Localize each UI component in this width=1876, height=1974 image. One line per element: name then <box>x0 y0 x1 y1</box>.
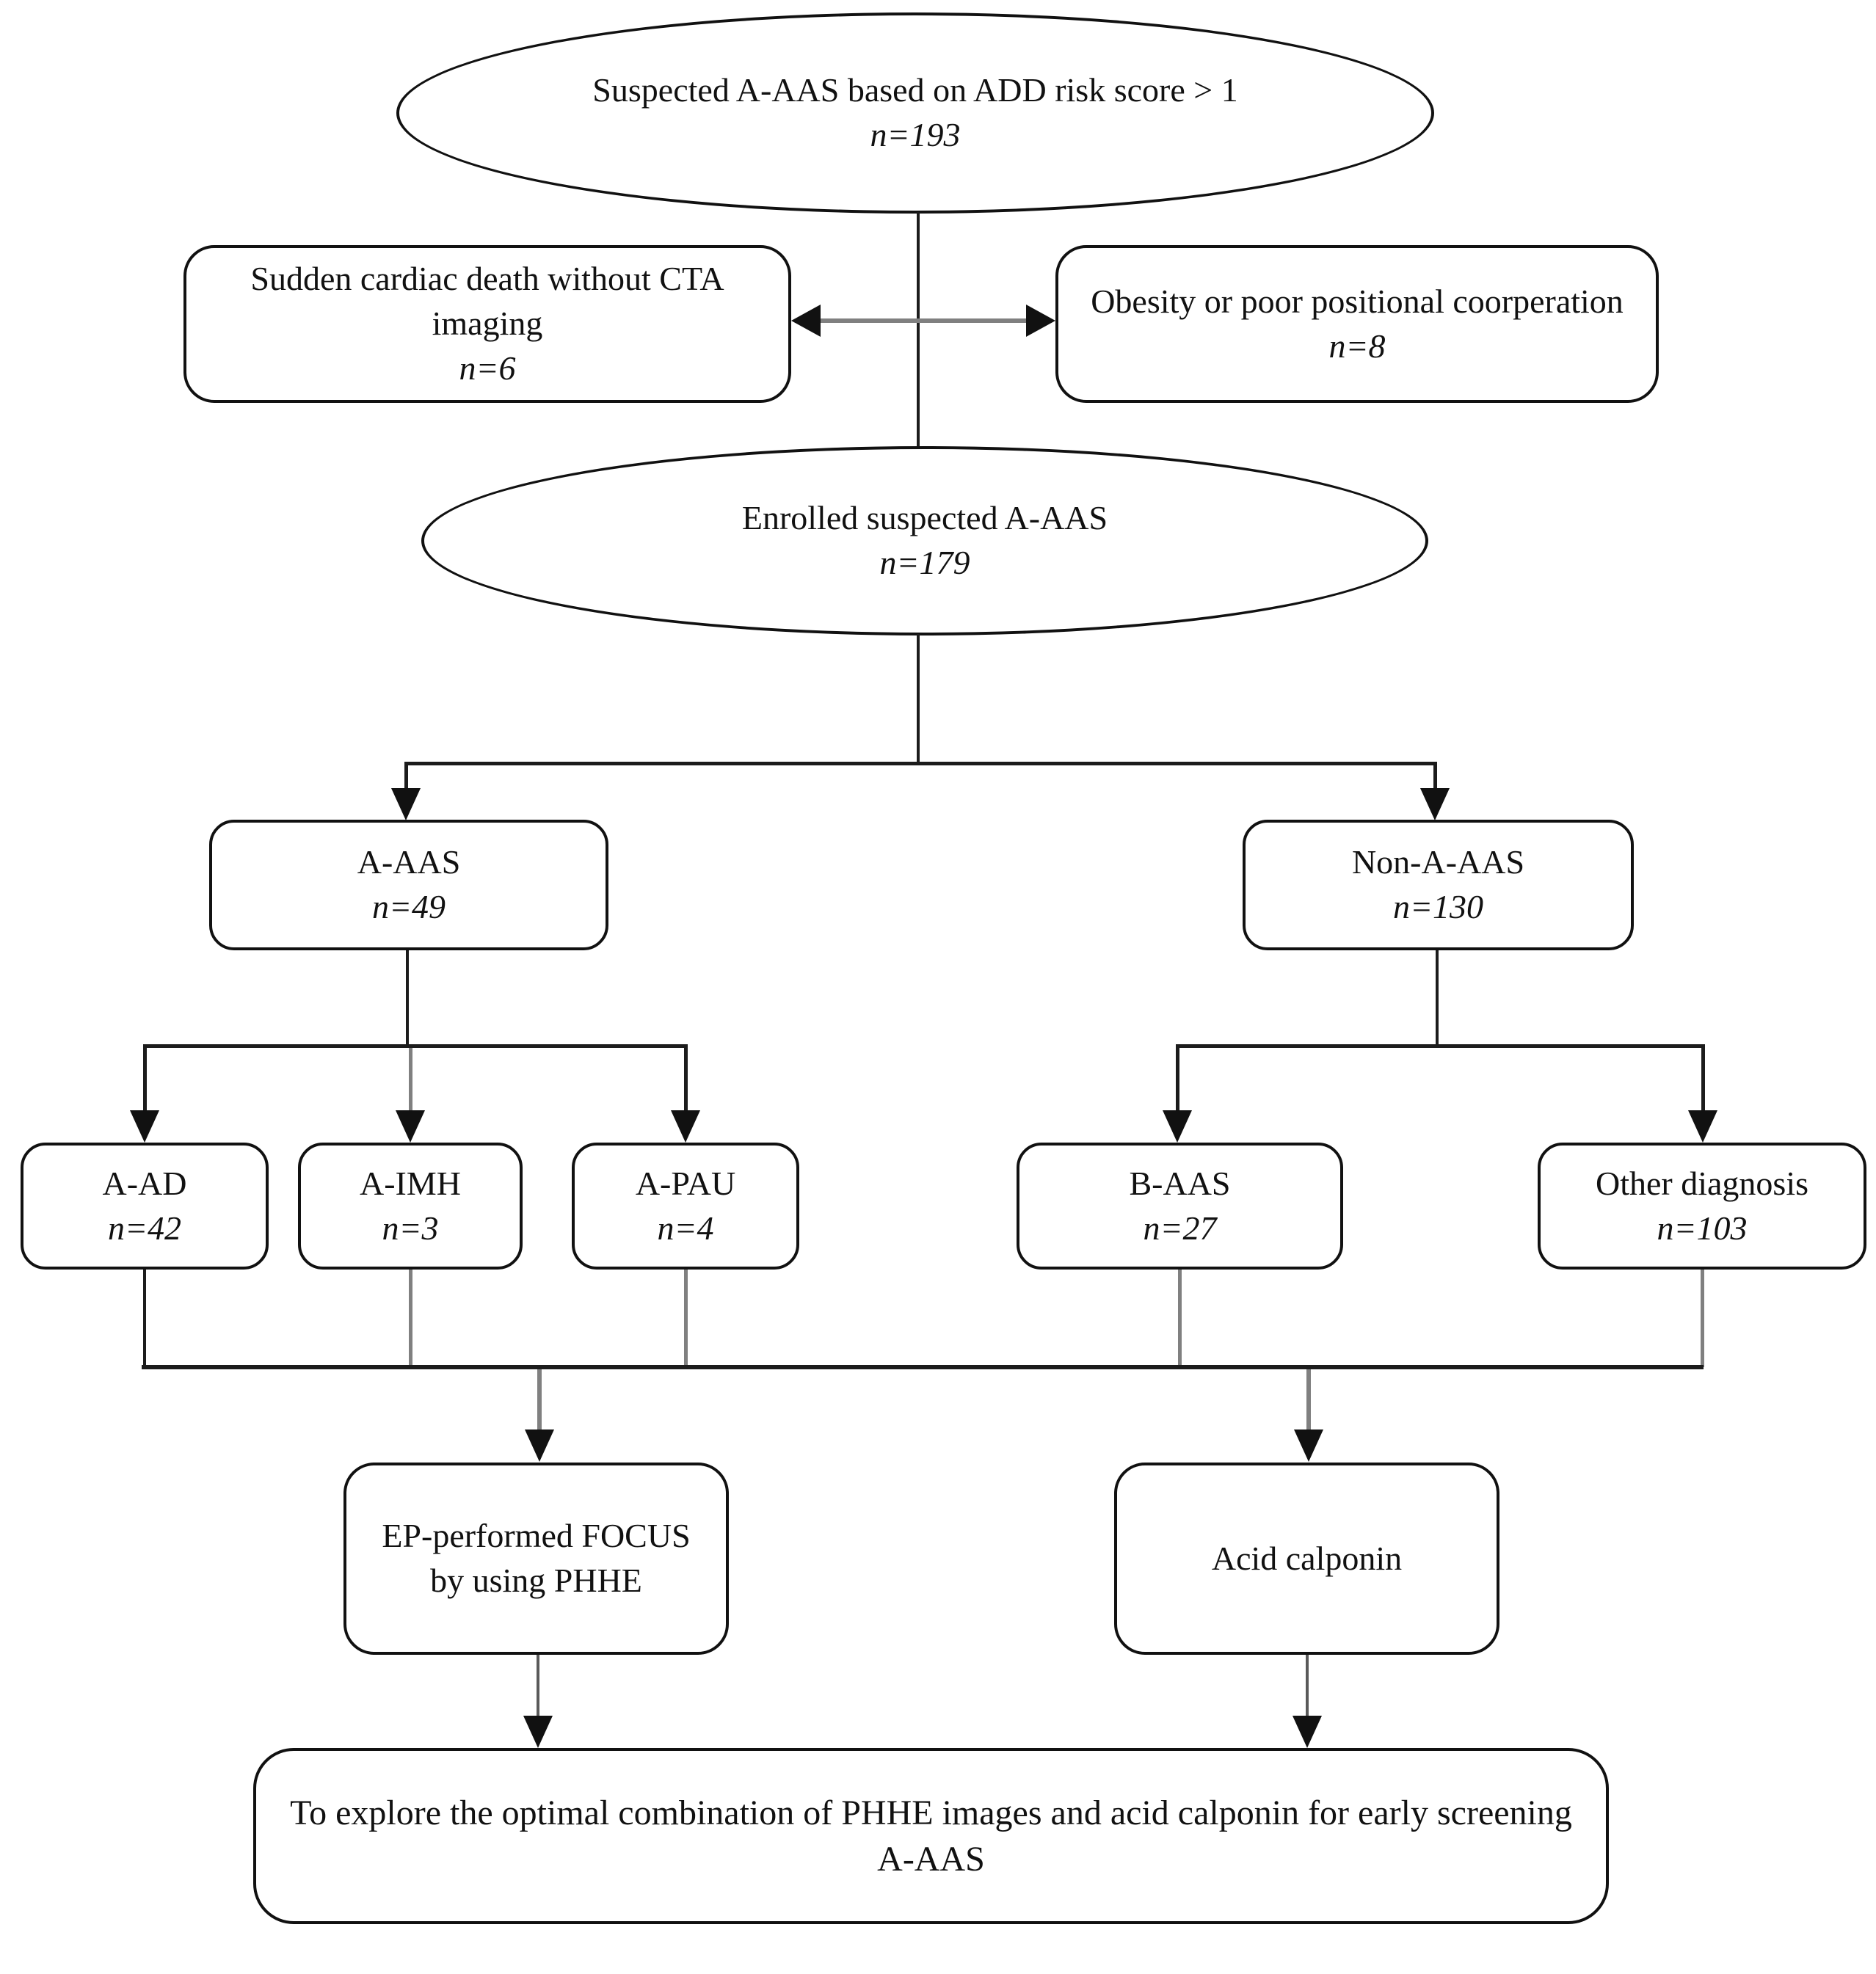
arrowhead-non-a-aas-icon <box>1420 788 1450 820</box>
branch-line-a-aas <box>143 1044 687 1048</box>
node-a-ad-label: A-AD <box>102 1164 187 1202</box>
connector-a-imh-merge <box>409 1270 412 1367</box>
connector-other-diagnosis-merge <box>1701 1270 1704 1367</box>
node-b-aas-label: B-AAS <box>1129 1164 1231 1202</box>
node-a-aas: A-AAS n=49 <box>209 820 608 950</box>
node-goal-label: To explore the optimal combination of PH… <box>290 1793 1572 1879</box>
connector-to-a-aas <box>404 762 408 791</box>
connector-to-acid-calponin <box>1306 1369 1311 1431</box>
connector-to-a-pau <box>684 1044 688 1112</box>
node-obesity-n: n=8 <box>1328 327 1386 365</box>
arrowhead-goal-left-icon <box>523 1716 553 1748</box>
node-a-imh-n: n=3 <box>382 1209 439 1247</box>
arrowhead-other-diagnosis-icon <box>1688 1110 1717 1143</box>
connector-to-a-ad <box>143 1044 147 1112</box>
connector-to-a-imh <box>409 1048 412 1112</box>
connector-ep-focus-to-goal <box>537 1655 539 1718</box>
branch-line-enrolled <box>404 762 1437 765</box>
exclusion-arrow-shaft <box>818 318 1032 323</box>
node-non-a-aas-n: n=130 <box>1392 888 1484 925</box>
node-non-a-aas-label: Non-A-AAS <box>1351 843 1525 881</box>
arrowhead-a-pau-icon <box>671 1110 700 1143</box>
node-a-pau: A-PAU n=4 <box>572 1143 799 1270</box>
node-b-aas-n: n=27 <box>1143 1209 1217 1247</box>
node-enrolled-label: Enrolled suspected A-AAS <box>741 499 1108 537</box>
node-a-aas-label: A-AAS <box>357 843 461 881</box>
node-enrolled: Enrolled suspected A-AAS n=179 <box>421 446 1428 635</box>
node-suspected-aaas-label: Suspected A-AAS based on ADD risk score … <box>592 71 1238 109</box>
arrowhead-a-imh-icon <box>396 1110 425 1143</box>
node-suspected-aaas-n: n=193 <box>870 116 961 153</box>
node-obesity: Obesity or poor positional coorperation … <box>1055 245 1659 403</box>
node-a-aas-n: n=49 <box>371 888 446 925</box>
node-other-diagnosis-label: Other diagnosis <box>1595 1164 1808 1202</box>
arrowhead-a-aas-icon <box>391 788 421 820</box>
node-a-pau-n: n=4 <box>657 1209 714 1247</box>
node-acid-calponin: Acid calponin <box>1114 1463 1499 1655</box>
node-suspected-aaas: Suspected A-AAS based on ADD risk score … <box>396 12 1434 214</box>
node-sudden-cardiac-death-label: Sudden cardiac death without CTA imaging <box>250 260 724 343</box>
node-sudden-cardiac-death: Sudden cardiac death without CTA imaging… <box>183 245 791 403</box>
connector-to-other-diagnosis <box>1701 1044 1705 1112</box>
node-ep-focus-label: EP-performed FOCUS by using PHHE <box>382 1517 691 1599</box>
exclusion-arrowhead-right-icon <box>1026 305 1055 337</box>
node-a-ad: A-AD n=42 <box>21 1143 269 1270</box>
node-non-a-aas: Non-A-AAS n=130 <box>1243 820 1634 950</box>
node-other-diagnosis-n: n=103 <box>1657 1209 1748 1247</box>
node-b-aas: B-AAS n=27 <box>1017 1143 1343 1270</box>
arrowhead-acid-calponin-icon <box>1294 1429 1323 1462</box>
node-sudden-cardiac-death-n: n=6 <box>459 349 516 387</box>
connector-to-non-a-aas <box>1433 762 1437 791</box>
node-obesity-label: Obesity or poor positional coorperation <box>1091 282 1624 320</box>
node-a-imh-label: A-IMH <box>360 1164 461 1202</box>
arrowhead-b-aas-icon <box>1163 1110 1192 1143</box>
exclusion-arrowhead-left-icon <box>791 305 821 337</box>
connector-a-aas-down <box>406 950 409 1046</box>
branch-line-non-a-aas <box>1176 1044 1705 1048</box>
merge-line <box>142 1365 1704 1369</box>
node-goal: To explore the optimal combination of PH… <box>253 1748 1609 1924</box>
arrowhead-a-ad-icon <box>130 1110 159 1143</box>
node-a-ad-n: n=42 <box>107 1209 182 1247</box>
node-a-imh: A-IMH n=3 <box>298 1143 523 1270</box>
arrowhead-goal-right-icon <box>1293 1716 1322 1748</box>
connector-a-ad-merge <box>143 1270 146 1367</box>
node-ep-focus: EP-performed FOCUS by using PHHE <box>343 1463 729 1655</box>
connector-a-pau-merge <box>684 1270 688 1367</box>
node-enrolled-n: n=179 <box>879 544 970 581</box>
node-acid-calponin-label: Acid calponin <box>1211 1539 1403 1577</box>
connector-acid-calponin-to-goal <box>1306 1655 1309 1718</box>
connector-enrolled-down <box>917 634 920 763</box>
node-other-diagnosis: Other diagnosis n=103 <box>1538 1143 1866 1270</box>
connector-non-a-aas-down <box>1436 950 1439 1046</box>
connector-b-aas-merge <box>1178 1270 1182 1367</box>
node-a-pau-label: A-PAU <box>635 1164 736 1202</box>
arrowhead-ep-focus-icon <box>525 1429 554 1462</box>
connector-suspected-to-enrolled <box>917 212 920 448</box>
connector-to-ep-focus <box>537 1369 542 1431</box>
connector-to-b-aas <box>1176 1044 1179 1112</box>
